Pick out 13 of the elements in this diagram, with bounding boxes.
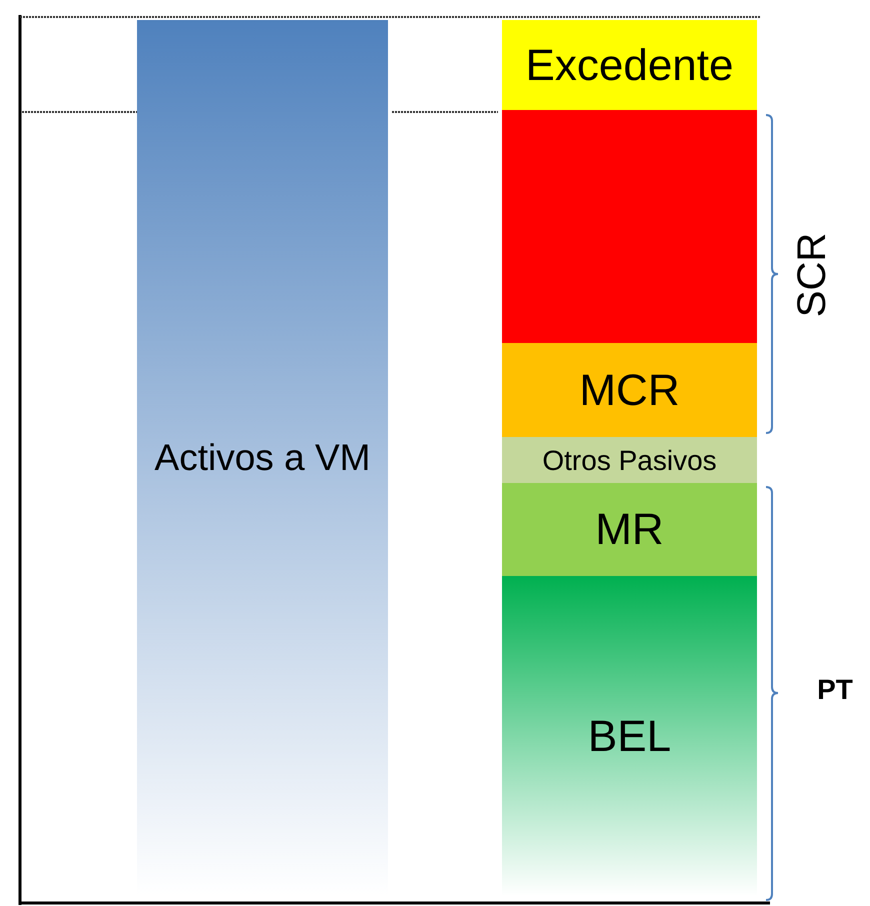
other-liabilities-block [502,437,757,483]
block-label: MCR [579,364,680,416]
block-label: BEL [588,710,672,762]
block-label: Activos a VM [154,436,370,480]
surplus-block [502,20,757,110]
block-label: Excedente [526,40,734,92]
bracket-label: SCR [792,232,832,318]
risk-margin-block [502,483,757,576]
bracket-label: PT [817,676,853,704]
minimum-capital-block [502,343,757,437]
capital-block [502,110,757,343]
block-label: MR [595,504,664,556]
block-label: Otros Pasivos [542,444,717,478]
